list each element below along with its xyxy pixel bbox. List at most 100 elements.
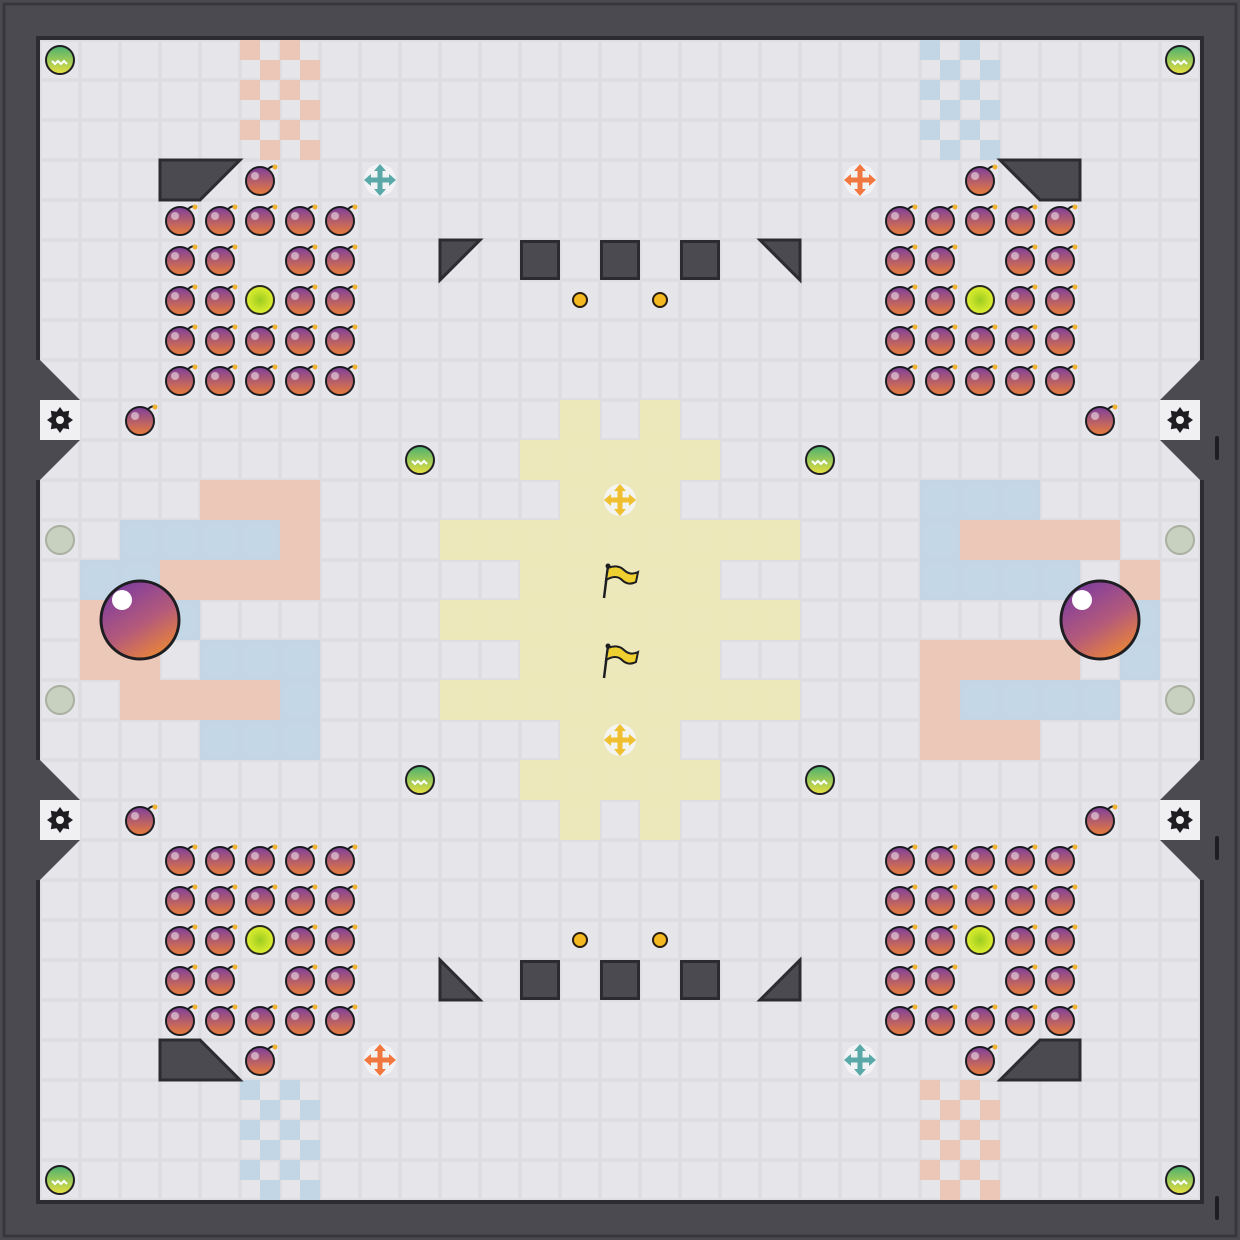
coin-icon[interactable]	[652, 932, 668, 948]
bomb-icon[interactable]	[965, 204, 998, 236]
bomb-icon[interactable]	[165, 844, 198, 876]
bomb-icon[interactable]	[925, 884, 958, 916]
bomb-icon[interactable]	[965, 884, 998, 916]
bomb-icon[interactable]	[885, 1004, 918, 1036]
gear-icon[interactable]	[1160, 800, 1200, 840]
bomb-icon[interactable]	[325, 204, 358, 236]
bomb-icon[interactable]	[1085, 804, 1118, 836]
bomb-icon[interactable]	[165, 964, 198, 996]
bomb-icon[interactable]	[165, 364, 198, 396]
bomb-icon[interactable]	[1005, 844, 1038, 876]
speed-capsule-icon[interactable]	[45, 1165, 75, 1195]
bomb-icon[interactable]	[885, 884, 918, 916]
bomb-icon[interactable]	[165, 204, 198, 236]
move-arrows-icon[interactable]	[364, 164, 396, 196]
bomb-icon[interactable]	[1005, 364, 1038, 396]
bomb-icon[interactable]	[205, 1004, 238, 1036]
bomb-icon[interactable]	[1045, 844, 1078, 876]
powerup-orb-icon[interactable]	[965, 925, 995, 955]
move-arrows-icon[interactable]	[844, 1044, 876, 1076]
bomb-icon[interactable]	[1085, 404, 1118, 436]
bomb-icon[interactable]	[205, 844, 238, 876]
bomb-icon[interactable]	[245, 1004, 278, 1036]
bomb-icon[interactable]	[1045, 284, 1078, 316]
coin-icon[interactable]	[572, 292, 588, 308]
bomb-icon[interactable]	[325, 284, 358, 316]
bomb-icon[interactable]	[205, 884, 238, 916]
bomb-icon[interactable]	[885, 284, 918, 316]
bomb-icon[interactable]	[285, 244, 318, 276]
bomb-icon[interactable]	[925, 324, 958, 356]
bomb-icon[interactable]	[165, 924, 198, 956]
bomb-icon[interactable]	[965, 844, 998, 876]
move-arrows-icon[interactable]	[604, 484, 636, 516]
gear-icon[interactable]	[1160, 400, 1200, 440]
move-arrows-icon[interactable]	[364, 1044, 396, 1076]
bomb-icon[interactable]	[1045, 884, 1078, 916]
bomb-icon[interactable]	[1045, 964, 1078, 996]
bomb-icon[interactable]	[205, 924, 238, 956]
bomb-icon[interactable]	[965, 364, 998, 396]
gear-icon[interactable]	[40, 400, 80, 440]
bomb-icon[interactable]	[325, 244, 358, 276]
bomb-icon[interactable]	[245, 364, 278, 396]
bomb-icon[interactable]	[925, 964, 958, 996]
bomb-icon[interactable]	[285, 964, 318, 996]
bomb-icon[interactable]	[1005, 884, 1038, 916]
bomb-icon[interactable]	[885, 964, 918, 996]
socket-icon[interactable]	[1165, 525, 1195, 555]
bomb-icon[interactable]	[925, 844, 958, 876]
bomb-icon[interactable]	[925, 284, 958, 316]
bomb-icon[interactable]	[1045, 1004, 1078, 1036]
speed-capsule-icon[interactable]	[805, 765, 835, 795]
bomb-icon[interactable]	[885, 324, 918, 356]
bomb-icon[interactable]	[1005, 1004, 1038, 1036]
bomb-icon[interactable]	[285, 284, 318, 316]
speed-capsule-icon[interactable]	[45, 45, 75, 75]
bomb-icon[interactable]	[1005, 964, 1038, 996]
big-bomb-icon[interactable]	[1059, 579, 1141, 661]
bomb-icon[interactable]	[965, 324, 998, 356]
socket-icon[interactable]	[1165, 685, 1195, 715]
bomb-icon[interactable]	[325, 844, 358, 876]
bomb-icon[interactable]	[245, 164, 278, 196]
bomb-icon[interactable]	[165, 284, 198, 316]
bomb-icon[interactable]	[325, 964, 358, 996]
bomb-icon[interactable]	[1005, 324, 1038, 356]
speed-capsule-icon[interactable]	[405, 765, 435, 795]
coin-icon[interactable]	[572, 932, 588, 948]
bomb-icon[interactable]	[285, 924, 318, 956]
bomb-icon[interactable]	[285, 324, 318, 356]
speed-capsule-icon[interactable]	[1165, 45, 1195, 75]
bomb-icon[interactable]	[925, 1004, 958, 1036]
bomb-icon[interactable]	[1045, 204, 1078, 236]
bomb-icon[interactable]	[165, 324, 198, 356]
bomb-icon[interactable]	[325, 924, 358, 956]
bomb-icon[interactable]	[965, 1044, 998, 1076]
bomb-icon[interactable]	[1005, 244, 1038, 276]
flag-icon[interactable]	[602, 643, 640, 679]
bomb-icon[interactable]	[1005, 204, 1038, 236]
bomb-icon[interactable]	[965, 164, 998, 196]
bomb-icon[interactable]	[205, 964, 238, 996]
bomb-icon[interactable]	[1045, 924, 1078, 956]
big-bomb-icon[interactable]	[99, 579, 181, 661]
flag-icon[interactable]	[602, 563, 640, 599]
coin-icon[interactable]	[652, 292, 668, 308]
bomb-icon[interactable]	[285, 1004, 318, 1036]
bomb-icon[interactable]	[965, 1004, 998, 1036]
bomb-icon[interactable]	[205, 204, 238, 236]
bomb-icon[interactable]	[885, 244, 918, 276]
bomb-icon[interactable]	[245, 204, 278, 236]
bomb-icon[interactable]	[285, 364, 318, 396]
move-arrows-icon[interactable]	[604, 724, 636, 756]
bomb-icon[interactable]	[285, 204, 318, 236]
bomb-icon[interactable]	[325, 884, 358, 916]
bomb-icon[interactable]	[165, 244, 198, 276]
bomb-icon[interactable]	[205, 284, 238, 316]
bomb-icon[interactable]	[285, 884, 318, 916]
bomb-icon[interactable]	[205, 244, 238, 276]
bomb-icon[interactable]	[165, 884, 198, 916]
bomb-icon[interactable]	[325, 364, 358, 396]
bomb-icon[interactable]	[885, 364, 918, 396]
